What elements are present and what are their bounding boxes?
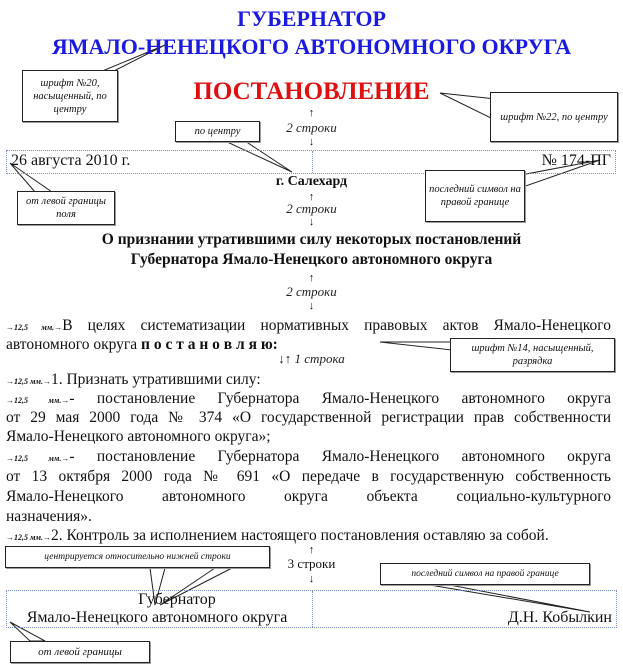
arrow-up-icon: ↑ [308,107,315,119]
note-font22: шрифт №22, по центру [490,92,618,142]
body-line: автономного округа п о с т а н о в л я ю… [6,336,278,353]
spacing-label: 3 строки [287,556,336,571]
arrow-down-icon: ↓ [308,136,315,148]
body-line: →12,5 мм.→- постановление Губернатора Ям… [6,390,611,407]
pointer-centered-2 [159,567,233,606]
note-left-margin: от левой границы поля [17,191,115,225]
spacing-label: 2 строки [286,201,337,216]
body-line: →12,5 мм.→- постановление Губернатора Ям… [6,448,611,465]
body-line: назначения». [6,508,92,525]
arrow-up-icon: ↑ [308,191,315,203]
arrow-down-icon: ↓ [308,216,315,228]
body-line: →12,5 мм.→1. Признать утратившими силу: [6,371,261,388]
spacing-one-line: ↓↑ 1 строка [278,351,345,366]
doc-type: ПОСТАНОВЛЕНИЕ [193,78,430,105]
note-font14: шрифт №14, насыщенный, разрядка [450,338,615,372]
spacing-label: 2 строки [286,120,337,135]
arrow-down-icon: ↓ [308,573,315,585]
date-number-row: 26 августа 2010 г. № 174-ПГ [6,150,616,174]
body-line: Ямало-Ненецкого автономного округа объек… [6,488,611,505]
pointer-centered [149,567,166,606]
title-line2: Губернатора Ямало-Ненецкого автономного … [130,251,493,268]
note-center: по центру [175,121,260,142]
note-right-last: последний символ на правой границе [425,170,525,222]
header-line1: ГУБЕРНАТОР [237,6,386,31]
note-centered-bottom: центрируется относительно нижней строки [5,546,270,568]
decree-word: п о с т а н о в л я ю: [141,336,278,353]
signature-position: Губернатор Ямало-Ненецкого автономного о… [26,591,288,626]
pointer-right-last2 [429,584,591,613]
header-line2: ЯМАЛО-НЕНЕЦКОГО АВТОНОМНОГО ОКРУГА [51,34,572,59]
arrow-down-icon: ↓ [308,300,315,312]
spacing-label: 2 строки [286,284,337,299]
arrow-up-icon: ↑ [308,544,315,556]
body-line: →12,5 мм.→2. Контроль за исполнением нас… [6,527,549,544]
document-number: № 174-ПГ [541,152,611,169]
place: г. Салехард [275,174,348,189]
body-line: от 29 мая 2000 года № 374 «О государстве… [6,409,611,426]
signature-row: Губернатор Ямало-Ненецкого автономного о… [6,590,617,628]
body-line: →12,5 мм.→В целях систематизации нормати… [6,317,611,334]
arrow-up-icon: ↑ [308,272,315,284]
body-line: от 13 октября 2000 года № 691 «О передач… [6,468,611,485]
title-line1: О признании утратившими силу некоторых п… [101,231,522,248]
signature-name: Д.Н. Кобылкин [507,609,612,626]
note-right-last2: последний символ на правой границе [380,563,590,585]
note-left-border: от левой границы [10,641,150,663]
body-line: Ямало-Ненецкого автономного округа»; [6,428,271,445]
note-font20: шрифт №20, насыщенный, по центру [22,70,118,122]
document-date: 26 августа 2010 г. [11,152,131,169]
